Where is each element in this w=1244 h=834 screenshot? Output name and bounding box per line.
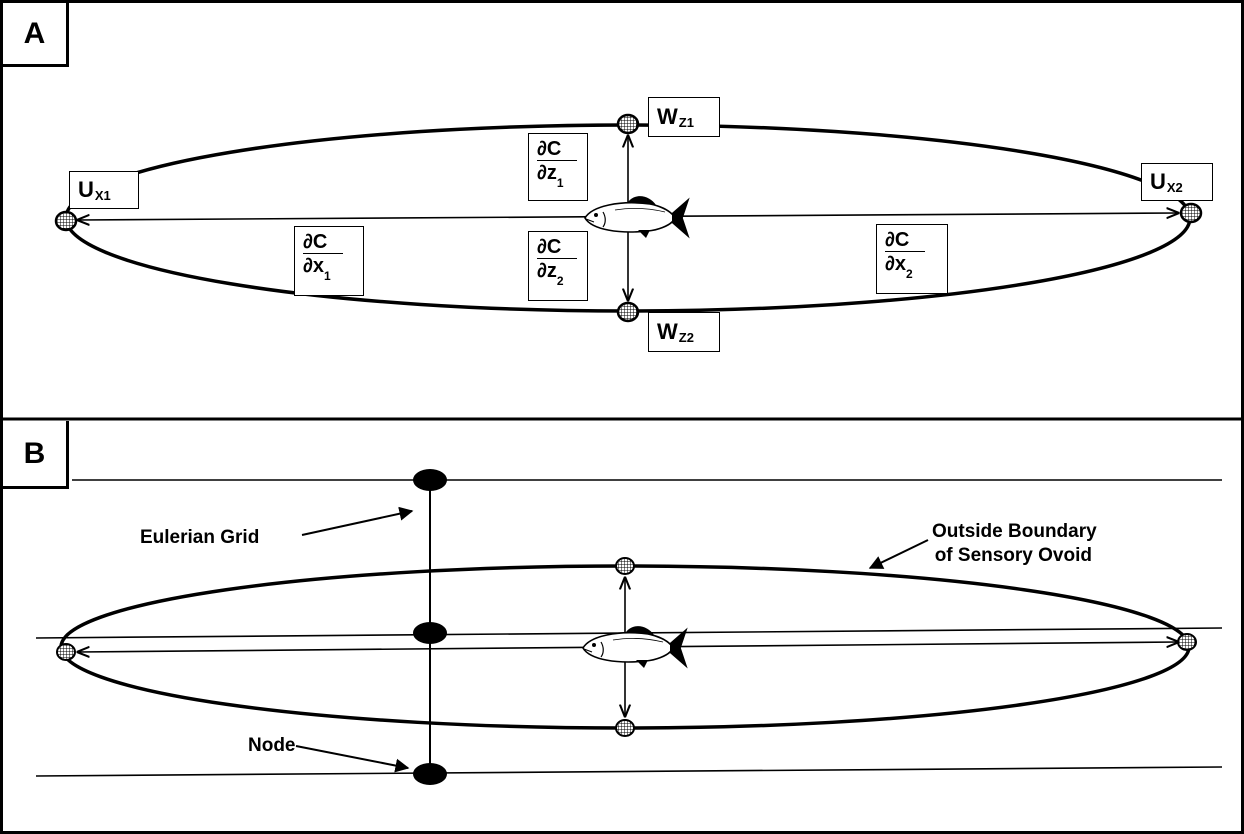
gradient-dx2: ∂C ∂x2 [876,224,948,294]
outside-boundary-label: Outside Boundary of Sensory Ovoid [930,520,1097,568]
gradient-dz2-den-sub: 2 [556,274,564,288]
eulerian-grid-pointer [301,506,414,536]
gradient-dz2-numerator: ∂C [537,236,578,259]
gradient-dz1-den-sub: 1 [556,176,564,190]
grid-node-bottom-icon [413,763,447,785]
gradient-dx2-den-main: ∂x [885,253,907,275]
sensor-node-x2-icon [1179,202,1203,224]
gradient-dz2: ∂C ∂z2 [528,231,588,301]
gradient-dz1-denominator: ∂z1 [537,161,564,192]
velocity-ux1-sub: X1 [94,187,111,203]
outside-boundary-line2: of Sensory Ovoid [934,545,1092,566]
grid-node-top-icon [413,469,447,491]
sensor-node-b-left-icon [56,643,76,661]
gradient-dx2-den-sub: 2 [906,267,913,281]
gradient-dx1-den-sub: 1 [324,269,331,283]
sensor-node-z2-icon [616,301,640,323]
gradient-dz1-den-main: ∂z [537,162,557,184]
node-pointer [295,745,410,773]
sensor-node-b-bottom-icon [615,719,635,737]
gradient-dx1-denominator: ∂x1 [303,254,331,285]
velocity-ux2-main: U [1150,169,1166,194]
sensor-node-b-right-icon [1177,633,1197,651]
gradient-dx2-denominator: ∂x2 [885,252,913,283]
velocity-wz1-sub: Z1 [678,114,694,130]
fish-icon [584,195,689,239]
velocity-ux2-sub: X2 [1166,179,1183,195]
gradient-dx2-numerator: ∂C [885,229,926,252]
velocity-wz1-main: W [657,104,678,129]
sensor-node-z1-icon [616,113,640,135]
panel-b [35,469,1223,785]
grid-line-bottom [35,766,1223,777]
panel-a-label: A [3,3,69,67]
gradient-dx1: ∂C ∂x1 [294,226,364,296]
grid-node-middle-icon [413,622,447,644]
eulerian-grid-label: Eulerian Grid [140,527,260,548]
outside-boundary-line1: Outside Boundary [932,521,1097,542]
gradient-dx1-den-main: ∂x [303,255,325,277]
panel-b-label: B [3,421,69,489]
panel-a [54,113,1203,323]
sensor-node-b-top-icon [615,557,635,575]
sensor-node-x1-icon [54,210,78,232]
gradient-dz2-den-main: ∂z [537,260,557,282]
velocity-ux1-main: U [78,177,94,202]
node-label: Node [248,735,296,756]
outside-boundary-pointer [868,539,929,569]
gradient-dx1-numerator: ∂C [303,231,344,254]
gradient-dz1: ∂C ∂z1 [528,133,588,201]
velocity-wz2-main: W [657,319,678,344]
gradient-dz1-numerator: ∂C [537,138,578,161]
velocity-wz2-sub: Z2 [678,329,694,345]
gradient-dz2-denominator: ∂z2 [537,259,564,290]
